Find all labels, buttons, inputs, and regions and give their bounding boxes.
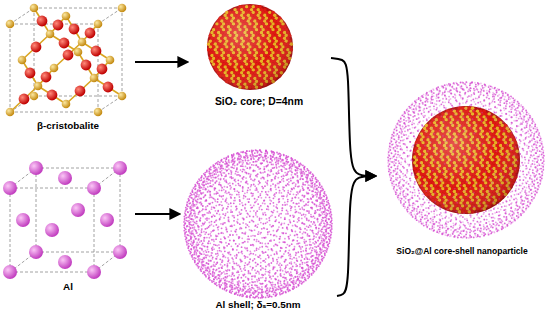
figure-stage: β-cristobaliteSiO₂ core; D=4nmAlAl shell… [0, 0, 550, 317]
